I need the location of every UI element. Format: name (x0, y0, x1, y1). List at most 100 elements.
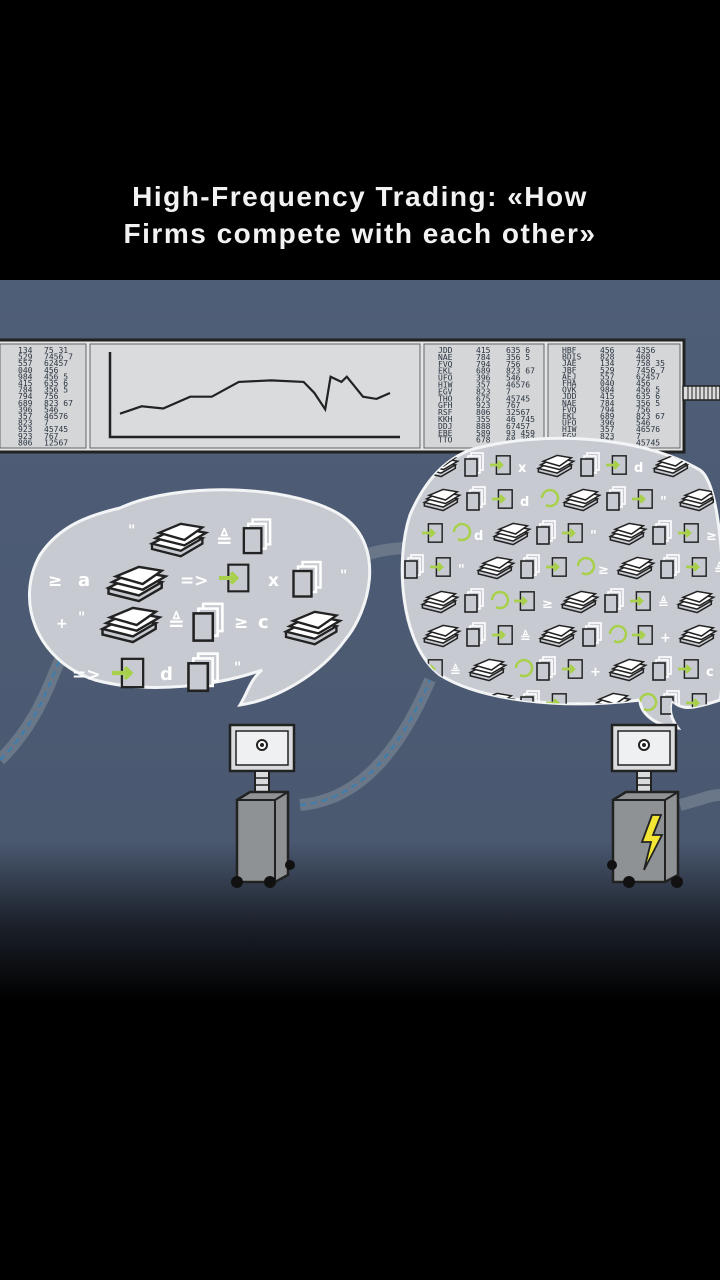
ticker-volume: 635 6 (636, 392, 660, 401)
bubble-symbol: ≜ (168, 610, 185, 635)
document-icon (536, 656, 556, 681)
ticker-price: 806 (18, 438, 33, 447)
ticker-symbol: JDD (562, 392, 577, 401)
ticker-volume: 62457 (44, 359, 68, 368)
ticker-price: 396 (600, 419, 615, 428)
document-icon (466, 486, 486, 511)
bubble-symbol: " (340, 568, 347, 584)
document-icon (606, 486, 626, 511)
ticker-price: 794 (18, 392, 33, 401)
ticker-volume: 45745 (636, 438, 660, 447)
refresh-icon (540, 488, 560, 508)
document-icon (652, 656, 672, 681)
bubble-symbol: " (660, 495, 667, 510)
bubble-symbol: d (474, 529, 483, 544)
refresh-icon (514, 658, 534, 678)
ticker-volume: 45745 (44, 425, 68, 434)
ticker-symbol: JBF (562, 366, 577, 375)
ticker-volume: 4356 (636, 346, 655, 355)
refresh-icon (452, 522, 472, 542)
document-icon (580, 452, 600, 477)
ticker-symbol: KKH (438, 415, 453, 424)
ticker-price: 678 (476, 436, 491, 445)
ticker-volume: 456 (636, 379, 651, 388)
document-icon (292, 560, 322, 598)
ticker-price: 828 (600, 353, 615, 362)
ticker-symbol: HIW (438, 381, 453, 390)
document-icon (660, 554, 680, 579)
bubble-symbol: d (520, 495, 529, 510)
ticker-price: 557 (18, 359, 33, 368)
ticker-symbol: FVQ (438, 360, 453, 369)
ticker-symbol: RSF (438, 408, 453, 417)
ticker-symbol: EGV (438, 387, 453, 396)
ticker-symbol: TTO (438, 436, 453, 445)
ticker-price: 784 (476, 353, 491, 362)
robot-computer-icon (228, 723, 296, 888)
ticker-volume: 7 (636, 432, 641, 441)
ticker-symbol: JAE (562, 359, 577, 368)
ticker-symbol: EKL (562, 412, 577, 421)
ticker-volume: 46 745 (506, 415, 535, 424)
bubble-symbol: ≥ (48, 571, 62, 591)
thought-bubble-left: " ≜ ≥ a => x " + " ≜ ≥ c => d " (27, 488, 372, 707)
bubble-symbol: => (180, 571, 209, 591)
bubble-symbol: c (258, 612, 269, 633)
bubble-symbol: c (706, 665, 714, 680)
ticker-volume: 75 31 (44, 346, 68, 355)
ticker-symbol: UFO (562, 419, 577, 428)
bubble-symbol: ≜ (216, 527, 233, 552)
ticker-price: 529 (18, 353, 33, 362)
ticker-volume: 12567 (44, 438, 68, 447)
ticker-volume: 32567 (506, 408, 530, 417)
ticker-volume: 767 (44, 432, 59, 441)
document-icon (242, 518, 272, 555)
ticker-volume: 456 5 (44, 372, 68, 381)
ticker-volume: 7456 7 (636, 366, 665, 375)
lightning-icon (640, 814, 664, 871)
ticker-price: 355 (476, 415, 491, 424)
ticker-price: 134 (18, 346, 33, 355)
ticker-symbol: HIW (562, 425, 577, 434)
refresh-icon (638, 692, 658, 712)
ticker-price: 784 (600, 399, 615, 408)
ticker-price: 456 (600, 346, 615, 355)
ticker-price: 794 (476, 360, 491, 369)
ticker-volume: 356 5 (506, 353, 530, 362)
ticker-volume: 7 (44, 419, 49, 428)
ticker-price: 923 (18, 425, 33, 434)
ticker-volume: 546 (506, 374, 521, 383)
bubble-symbol: x (518, 461, 527, 476)
document-icon (582, 622, 602, 647)
ticker-price: 923 (18, 432, 33, 441)
ticker-symbol: EKL (438, 367, 453, 376)
refresh-icon (608, 624, 628, 644)
ticker-volume: 635 6 (44, 379, 68, 388)
refresh-icon (576, 556, 596, 576)
ticker-price: 415 (476, 346, 491, 355)
document-icon (466, 622, 486, 647)
ticker-volume: 635 6 (506, 346, 530, 355)
ticker-price: 357 (600, 425, 615, 434)
ticker-symbol: FVQ (562, 405, 577, 414)
refresh-icon (490, 590, 510, 610)
ticker-volume: 45745 (506, 394, 530, 403)
ticker-volume: 546 (636, 419, 651, 428)
ticker-price: 040 (18, 366, 33, 375)
ticker-price: 784 (18, 386, 33, 395)
ticker-volume: 93 459 (506, 429, 535, 438)
ticker-volume: 46576 (44, 412, 68, 421)
ticker-price: 357 (18, 412, 33, 421)
ticker-volume: 823 67 (636, 412, 665, 421)
video-caption: High-Frequency Trading: «How Firms compe… (0, 178, 720, 252)
caption-line-2: Firms compete with each other» (123, 218, 597, 249)
ticker-volume: 46576 (636, 425, 660, 434)
ticker-symbol: UFO (438, 374, 453, 383)
bubble-symbol: " (78, 610, 85, 626)
bubble-symbol: " (234, 660, 241, 676)
document-icon (536, 520, 556, 545)
ticker-price: 040 (600, 379, 615, 388)
bubble-symbol: " (128, 523, 135, 539)
ticker-price: 984 (600, 386, 615, 395)
ticker-volume: 7 (506, 387, 511, 396)
